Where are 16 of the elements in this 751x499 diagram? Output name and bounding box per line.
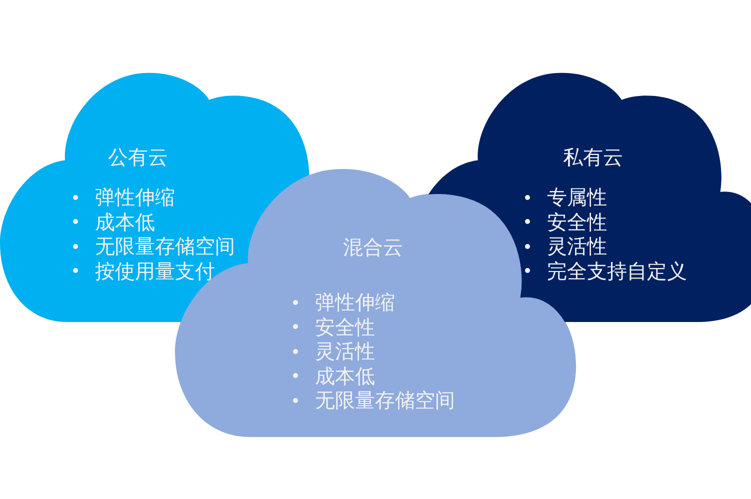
cloud-title: 混合云: [343, 235, 403, 260]
list-item: 无限量存储空间: [95, 234, 235, 258]
list-item: 弹性伸缩: [95, 185, 175, 210]
list-item: 完全支持自定义: [547, 258, 687, 283]
list-item: 成本低: [95, 210, 155, 234]
cloud-title: 公有云: [108, 145, 168, 170]
list-item: 灵活性: [547, 234, 607, 258]
list-item: 无限量存储空间: [315, 388, 455, 412]
list-item: 专属性: [547, 185, 607, 210]
list-item: 弹性伸缩: [315, 290, 395, 314]
list-item: 按使用量支付: [95, 258, 215, 283]
list-item: 安全性: [315, 314, 375, 339]
list-item: 安全性: [547, 210, 607, 234]
list-item: 成本低: [315, 364, 375, 388]
list-item: 灵活性: [315, 339, 375, 364]
cloud-title: 私有云: [563, 145, 623, 170]
